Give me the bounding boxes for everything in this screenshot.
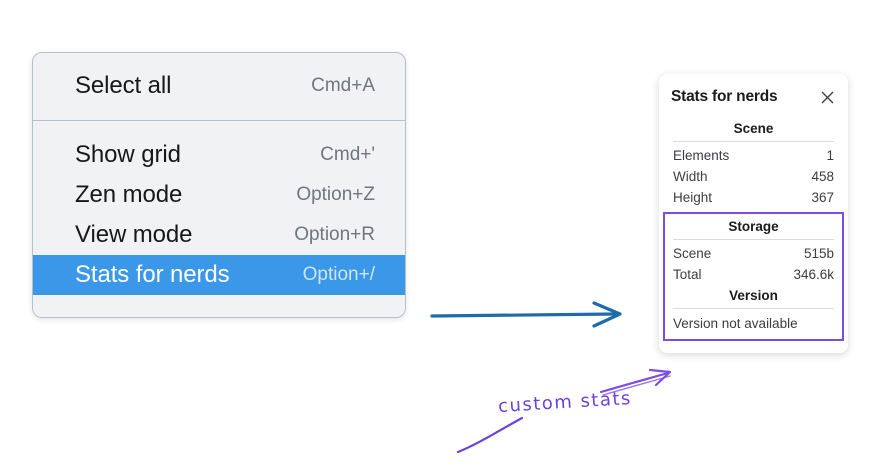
menu-item-label: Stats for nerds (75, 261, 230, 288)
menu-item-zen-mode[interactable]: Zen mode Option+Z (33, 175, 405, 215)
highlight-pointer-arrow-icon (599, 368, 672, 396)
stat-key: Scene (673, 246, 712, 261)
divider (673, 239, 834, 240)
stat-value: 515b (803, 246, 834, 261)
stat-row-storage-total: Total 346.6k (671, 264, 836, 285)
stats-panel-header: Stats for nerds (671, 88, 836, 106)
stats-section-storage: Storage Scene 515b Total 346.6k (671, 216, 836, 285)
menu-item-shortcut: Option+Z (296, 184, 375, 205)
stat-key: Elements (673, 148, 730, 163)
section-heading-scene: Scene (733, 121, 774, 136)
stat-value: 458 (811, 169, 834, 184)
menu-item-shortcut: Option+R (294, 224, 375, 245)
canvas-context-menu[interactable]: Select all Cmd+A Show grid Cmd+' Zen mod… (32, 52, 406, 318)
stats-panel-title: Stats for nerds (671, 88, 778, 105)
menu-item-stats-for-nerds[interactable]: Stats for nerds Option+/ (33, 255, 405, 295)
close-icon[interactable] (818, 88, 836, 106)
custom-stats-highlight-box: Storage Scene 515b Total 346.6k Version … (663, 212, 844, 341)
stats-section-version: Version Version not available (671, 285, 836, 333)
divider (673, 141, 834, 142)
stat-key: Width (673, 169, 708, 184)
menu-section-view: Show grid Cmd+' Zen mode Option+Z View m… (33, 121, 405, 295)
stats-for-nerds-panel: Stats for nerds Scene Elements 1 Width 4… (659, 74, 848, 353)
stat-row-elements: Elements 1 (671, 145, 836, 166)
menu-item-label: View mode (75, 221, 193, 248)
stat-row-width: Width 458 (671, 166, 836, 187)
stat-value: 367 (811, 190, 834, 205)
flow-arrow-icon (430, 301, 622, 328)
stats-section-scene: Scene Elements 1 Width 458 Height 367 (671, 118, 836, 208)
handwritten-annotation-label: custom stats (497, 387, 633, 418)
handwriting-underline-stroke (456, 416, 524, 454)
menu-item-label: Show grid (75, 141, 181, 168)
version-value: Version not available (673, 316, 798, 331)
menu-item-shortcut: Cmd+' (320, 144, 375, 165)
menu-item-label: Select all (75, 72, 172, 99)
menu-item-label: Zen mode (75, 181, 183, 208)
divider (673, 308, 834, 309)
stat-value: 1 (826, 148, 834, 163)
menu-item-shortcut: Cmd+A (311, 75, 375, 96)
stat-row-storage-scene: Scene 515b (671, 243, 836, 264)
section-heading-version: Version (729, 288, 778, 303)
stat-key: Total (673, 267, 702, 282)
stat-key: Height (673, 190, 713, 205)
section-heading-storage: Storage (728, 219, 779, 234)
stat-row-height: Height 367 (671, 187, 836, 208)
menu-item-view-mode[interactable]: View mode Option+R (33, 215, 405, 255)
menu-footer (33, 295, 405, 317)
menu-item-show-grid[interactable]: Show grid Cmd+' (33, 135, 405, 175)
stat-value: 346.6k (793, 267, 834, 282)
menu-item-shortcut: Option+/ (302, 264, 375, 285)
menu-section-selection: Select all Cmd+A (33, 53, 405, 121)
menu-item-select-all[interactable]: Select all Cmd+A (33, 66, 405, 106)
